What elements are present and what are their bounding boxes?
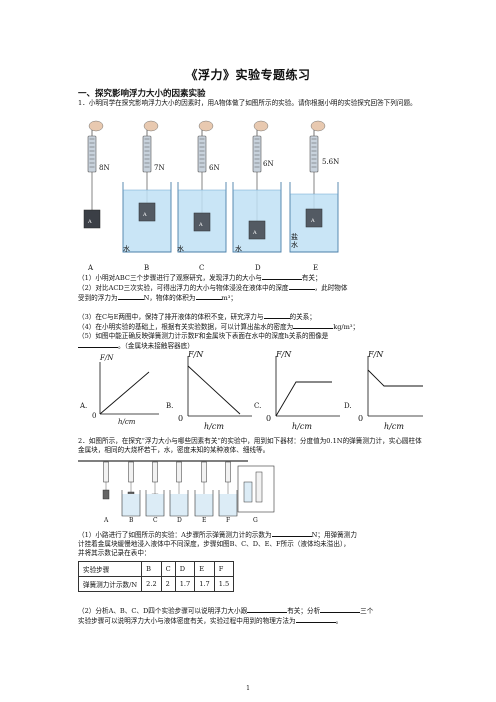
page-number: 1 — [246, 685, 250, 692]
spring-scale — [201, 461, 207, 483]
graph-line — [187, 365, 241, 415]
reading-d: 6N — [263, 160, 274, 168]
beaker — [218, 490, 238, 517]
beaker — [194, 490, 214, 517]
spring-scale — [128, 461, 134, 483]
liquid-b: 水 — [123, 245, 130, 253]
beaker — [232, 182, 282, 253]
question-2-intro: 2．如图所示，在探究“浮力大小与哪些因素有关”的实验中，用到如下器材：分度值为0… — [78, 437, 422, 454]
beaker — [122, 182, 172, 253]
figure-1-step-labels: A B C D E — [78, 264, 423, 274]
spring-scale — [225, 461, 231, 483]
graph-c-xlabel: h/cm — [292, 422, 312, 431]
reading-c: 6N — [209, 164, 220, 172]
graph-d-ylabel: F/N — [368, 350, 384, 359]
graph-d-xlabel: h/cm — [384, 422, 404, 431]
liquid-d: 水 — [235, 245, 242, 253]
hand-icon — [310, 120, 326, 132]
object-c-label: A — [199, 222, 203, 228]
graph-b-ylabel: F/N — [188, 350, 204, 359]
metal-block — [83, 209, 101, 229]
graph-c-ylabel: F/N — [276, 350, 292, 359]
hand-icon — [198, 120, 214, 132]
option-b-label: B. — [166, 402, 174, 410]
graph-axes — [99, 356, 423, 417]
graph-b-xlabel: h/cm — [204, 422, 224, 431]
page-title: 《浮力》实验专题练习 — [185, 68, 311, 82]
graph-options: A. B. C. D. F/N F/N F/N F/N h/cm h/cm h/… — [78, 350, 423, 434]
graph-a-xlabel: h/cm — [118, 418, 136, 426]
figure-1-text-layer: 8N 7N 6N 6N 5.6N A A A A A 水 水 水 盐水 — [78, 120, 423, 260]
step-label-c: C — [199, 264, 205, 272]
object-e-label: A — [311, 218, 315, 224]
q1-part1: （1）小明对ABC三个步骤进行了观察研究，发现浮力的大小与有关； — [78, 274, 322, 282]
hand-icon — [143, 120, 159, 132]
graph-a-ylabel: F/N — [100, 354, 114, 362]
step-label-e: E — [313, 264, 319, 272]
graph-line — [367, 369, 423, 387]
hand-icon — [253, 120, 269, 132]
liquid-c: 水 — [177, 245, 184, 253]
hand-icon — [88, 120, 104, 132]
q2-part2: （2）分析A、B、C、D四个实验步骤可以说明浮力大小跟有关；分析三个 实验步骤可… — [78, 607, 374, 625]
q1-part2: （2）对比ACD三次实验，可得出浮力的大小与物体浸没在液体中的深度，此时物体 受… — [78, 284, 348, 302]
graph-c-origin: 0 — [266, 414, 272, 423]
reading-b: 7N — [154, 164, 165, 172]
liquid-e: 盐水 — [291, 233, 298, 249]
option-c-label: C. — [254, 402, 262, 410]
q1-part5: （5）如图中能正确反映弹簧测力计示数F和金属块下表面在水中的深度h关系的图像是 … — [78, 332, 329, 350]
graph-b-origin: 0 — [178, 414, 184, 423]
step-label-b: B — [144, 264, 150, 272]
spring-scale — [103, 461, 109, 483]
object-a-label: A — [88, 219, 92, 225]
spring-scale — [176, 461, 182, 483]
reading-a: 8N — [99, 164, 110, 172]
graph-d-origin: 0 — [358, 414, 364, 423]
beaker — [169, 490, 189, 517]
option-a-label: A. — [80, 402, 88, 410]
measuring-apparatus-g — [237, 465, 275, 513]
step-label-a: A — [88, 264, 94, 272]
graph-line — [99, 371, 150, 415]
figure-2-apparatus — [78, 460, 275, 517]
q1-part3: （3）在C与E两图中，保持了排开液体的体积不变，研究浮力与的关系； — [78, 313, 316, 321]
beaker — [177, 182, 227, 253]
option-d-label: D. — [344, 402, 352, 410]
beaker — [121, 490, 141, 517]
object-b-label: A — [143, 212, 147, 218]
graph-line — [275, 381, 332, 417]
section-heading: 一、探究影响浮力大小的因素实验 — [78, 89, 206, 99]
question-1-intro: 1．小明同学在探究影响浮力大小的因素时，用A物体做了如图所示的实验。请你根据小明… — [78, 99, 417, 107]
figure-1-spring-scales — [83, 120, 339, 253]
object-d-label: A — [253, 230, 257, 236]
beaker — [289, 182, 339, 253]
metal-cylinder — [102, 489, 110, 500]
reading-e: 5.6N — [322, 158, 340, 166]
graph-a-origin: 0 — [92, 412, 97, 420]
beaker — [145, 490, 165, 517]
spring-scale — [152, 461, 158, 483]
step-label-d: D — [255, 264, 261, 272]
figure-2-labels: A B C D E F G — [104, 517, 258, 524]
